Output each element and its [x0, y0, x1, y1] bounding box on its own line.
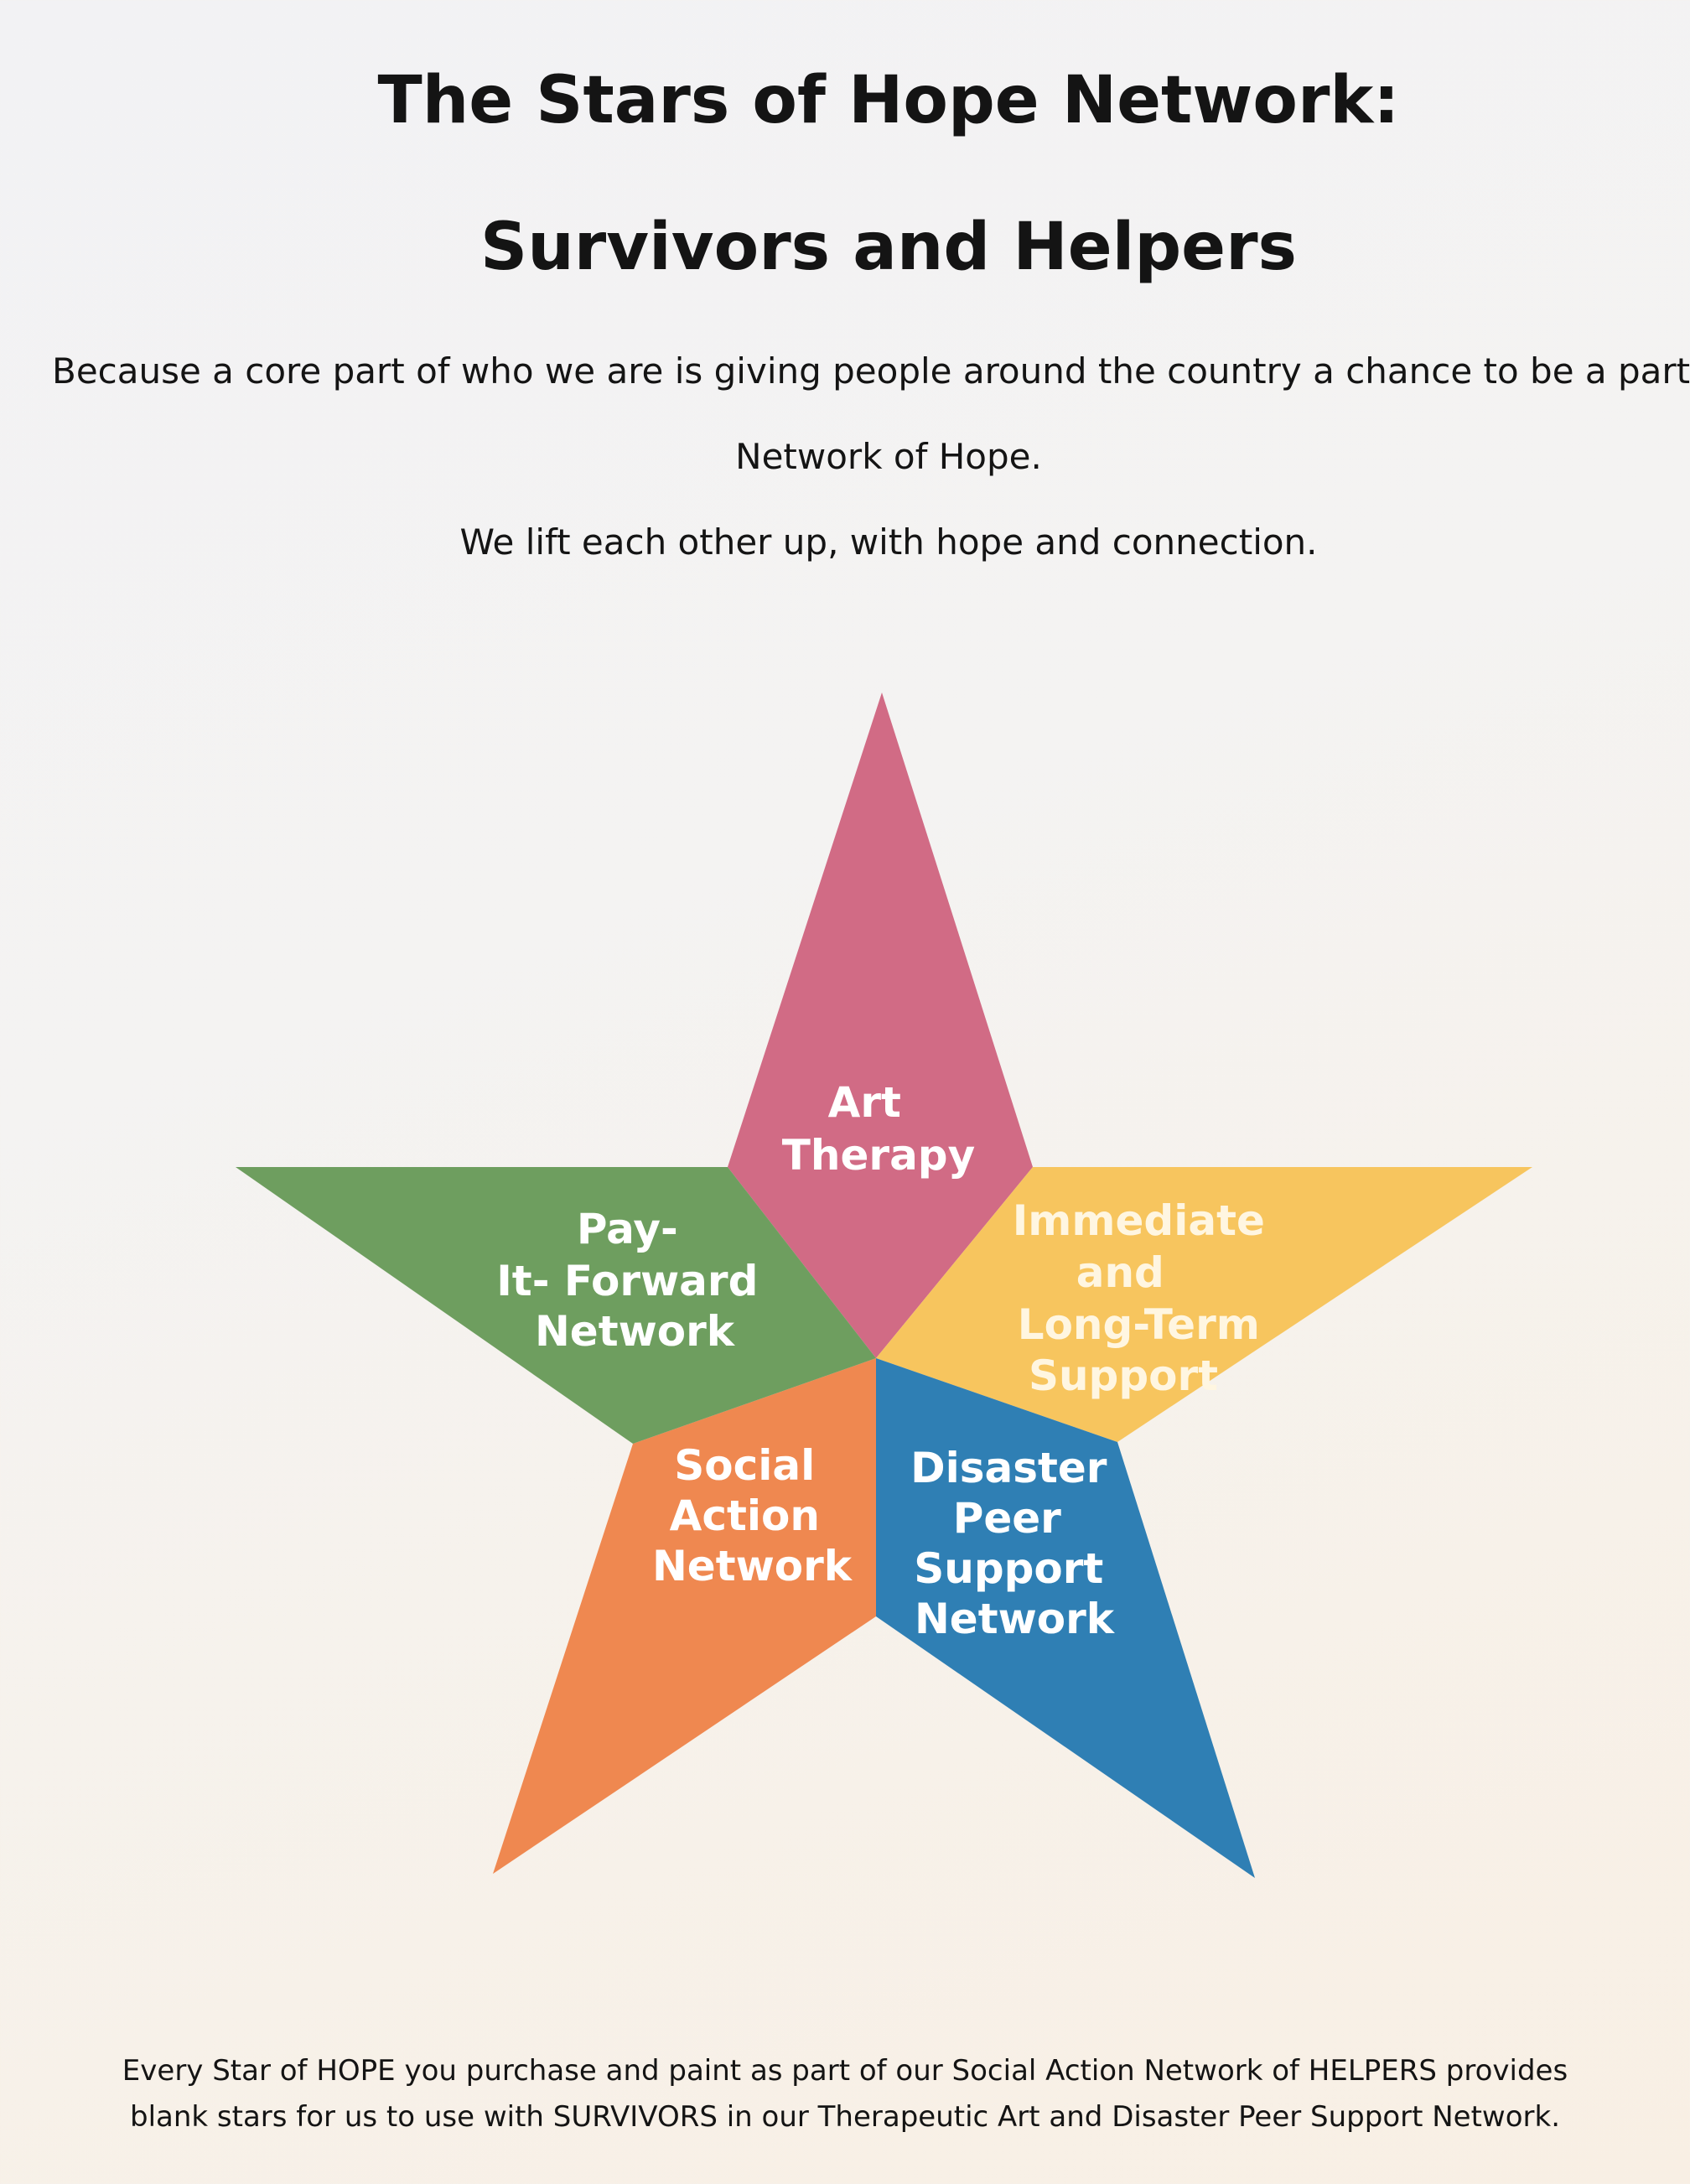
intro-text-line-2: Network of Hope.	[735, 436, 1042, 477]
intro-text-line-1: Because a core part of who we are is giv…	[52, 350, 1690, 392]
star-segment-social-action	[493, 1358, 876, 1874]
label-disaster-peer: Disaster Peer Support Network	[910, 1444, 1122, 1643]
label-art-therapy: Art Therapy	[782, 1078, 975, 1180]
star-segment-pay-it-forward	[236, 1167, 876, 1444]
star-segment-art-therapy	[728, 693, 1033, 1358]
star-segment-disaster-peer	[876, 1358, 1255, 1878]
star-segment-immediate-support	[876, 1167, 1532, 1442]
label-social-action: Social Action Network	[652, 1441, 853, 1590]
label-immediate-support: Immediate and Long-Term Support	[1013, 1196, 1280, 1400]
label-pay-it-forward: Pay- It- Forward Network	[496, 1205, 773, 1356]
footer-text-line-1: Every Star of HOPE you purchase and pain…	[122, 2054, 1568, 2088]
footer-text-line-2: blank stars for us to use with SURVIVORS…	[129, 2100, 1561, 2134]
page-title-line-1: The Stars of Hope Network:	[377, 63, 1400, 138]
page-title-line-2: Survivors and Helpers	[480, 210, 1297, 285]
intro-text-line-3: We lift each other up, with hope and con…	[459, 521, 1318, 563]
